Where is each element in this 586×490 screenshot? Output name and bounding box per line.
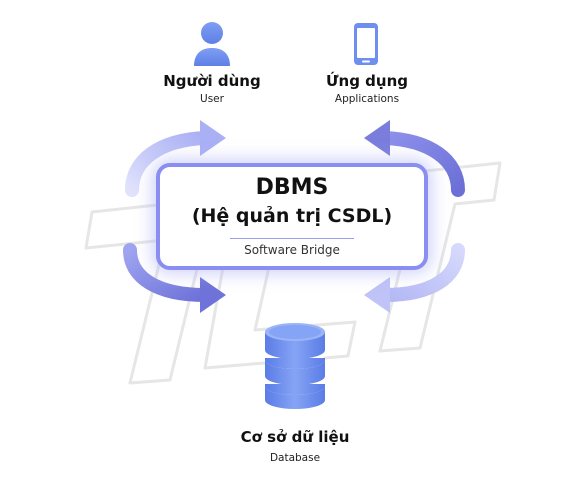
dbms-title: DBMS (255, 175, 329, 200)
arrow-dbms-to-database-right (364, 243, 465, 313)
arrow-app-to-dbms (364, 120, 465, 197)
dbms-box: DBMS (Hệ quản trị CSDL) Software Bridge (156, 163, 428, 270)
application-sublabel: Applications (334, 93, 400, 105)
user-sublabel: User (200, 93, 224, 105)
dbms-subtitle: (Hệ quản trị CSDL) (191, 205, 393, 227)
smartphone-icon (354, 23, 378, 65)
dbms-divider (230, 238, 354, 239)
database-label: Cơ sở dữ liệu (240, 428, 350, 446)
database-icon (265, 323, 325, 409)
user-label: Người dùng (163, 72, 261, 90)
user-icon (194, 22, 230, 66)
application-label: Ứng dụng (325, 72, 408, 90)
arrow-dbms-to-database-left (123, 243, 226, 313)
database-sublabel: Database (269, 452, 321, 464)
dbms-caption: Software Bridge (244, 243, 340, 257)
arrow-user-to-dbms (125, 120, 226, 197)
